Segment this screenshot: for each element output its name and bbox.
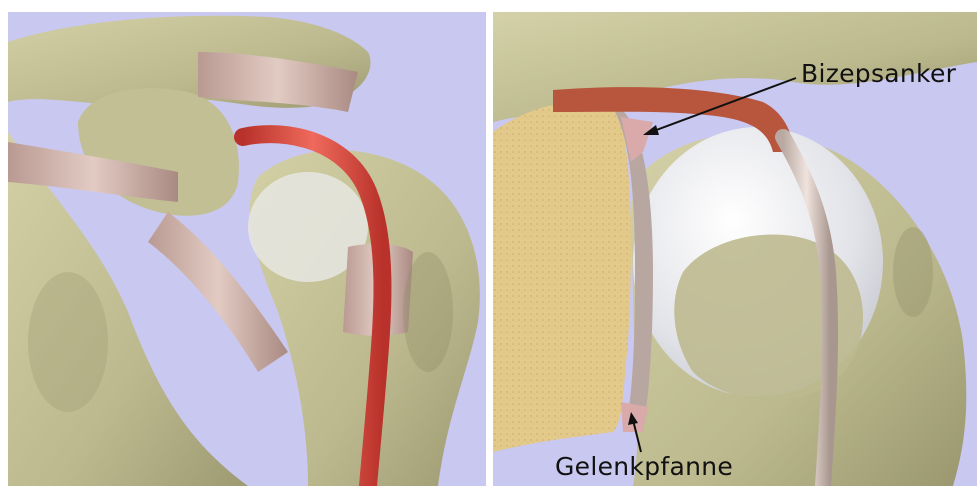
bone-shadow (28, 272, 108, 412)
label-bizepsanker: Bizepsanker (801, 59, 956, 88)
glenoid-cut-surface (493, 102, 631, 452)
bone-shadow (893, 227, 933, 317)
bone-shadow (403, 252, 453, 372)
label-gelenkpfanne: Gelenkpfanne (555, 452, 733, 481)
shoulder-external-view (8, 12, 486, 486)
shoulder-external-illustration (8, 12, 486, 486)
